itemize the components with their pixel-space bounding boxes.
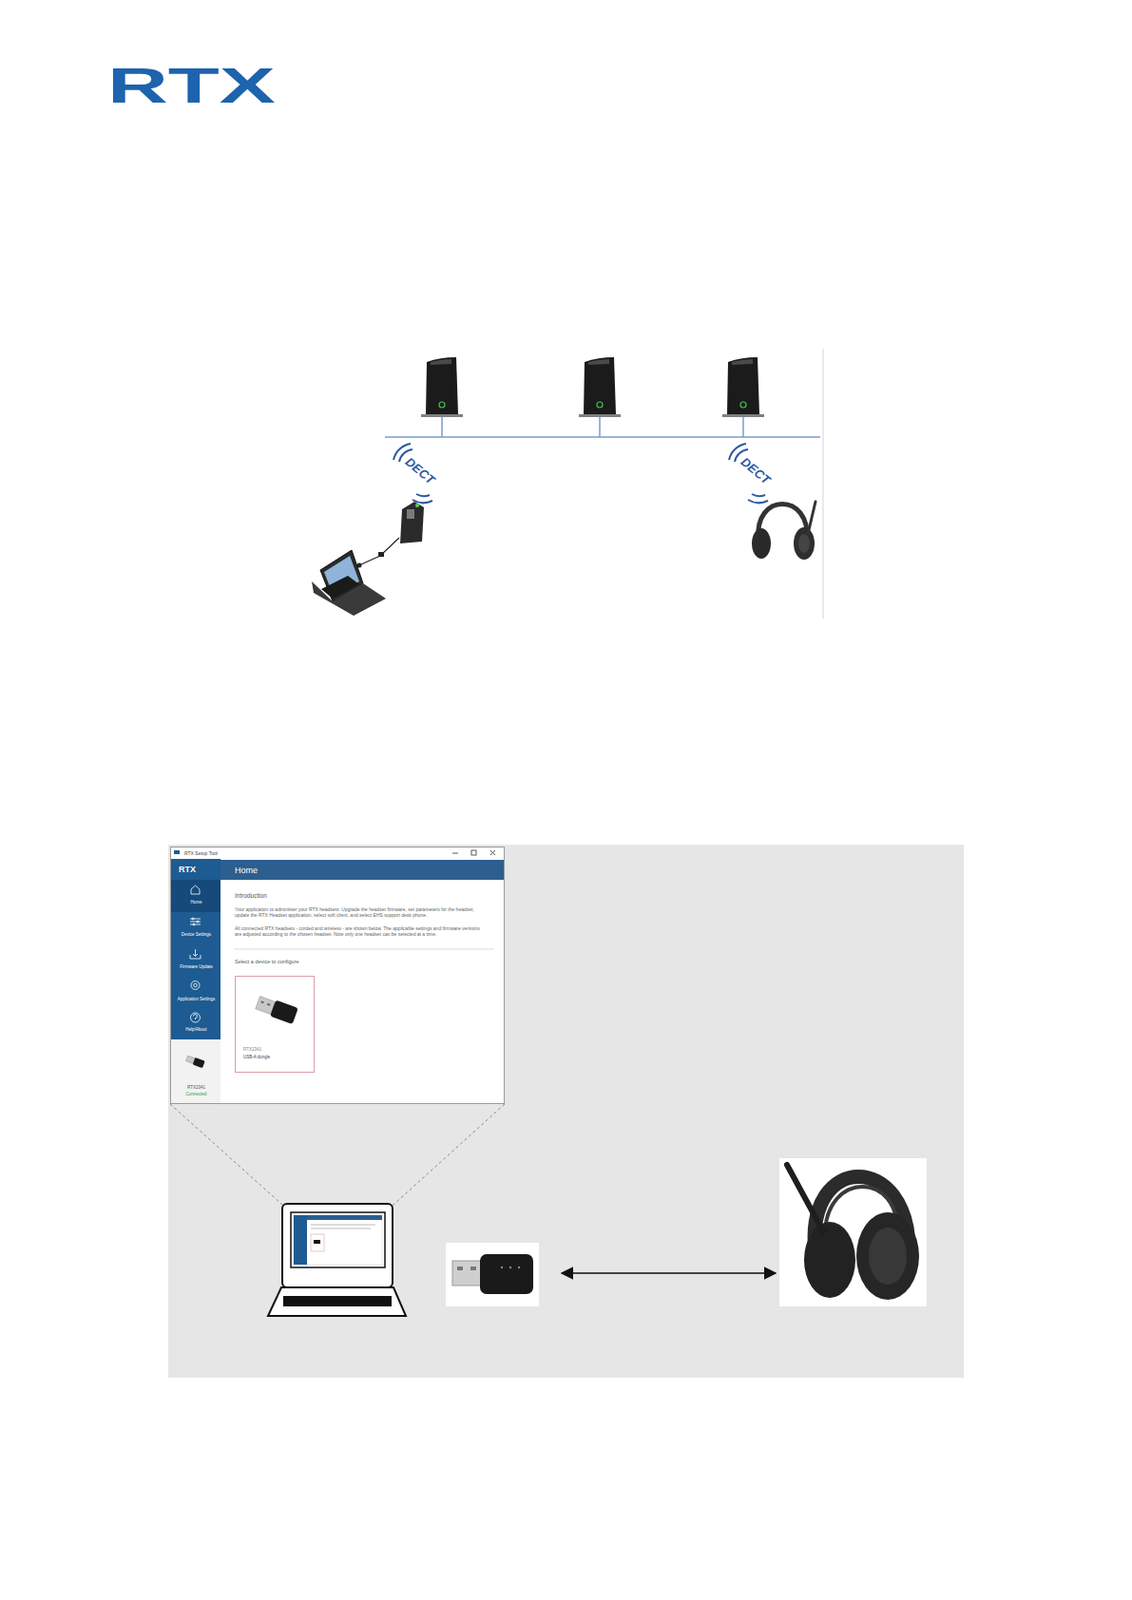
app-screenshot [170,846,505,1105]
laptop-figure [268,1204,406,1317]
menu-label: Home [172,900,221,905]
connected-device: RTX2341Connected [171,1040,222,1106]
menu-label: Help/About [172,1027,221,1033]
menu-label: Device Settings [172,932,221,938]
menu-label: Firmware Update [172,964,221,970]
intro-text: All connected RTX headsets - corded and … [234,925,488,938]
page-title: Home [234,865,425,877]
dect-symbol: DECT [398,450,443,491]
menu-item: Application Settings [171,978,222,1011]
sidebar: RTX HomeDevice SettingsFirmware UpdateApp… [171,860,222,1106]
menu-item: Home [171,881,222,914]
page-header: Home [221,861,506,882]
menu-label: Application Settings [172,997,221,1002]
device-type: USB-A dongle [243,1055,310,1060]
intro-text: Your application to administer your RTX … [234,906,488,919]
dongle-figure [445,1243,539,1307]
dect-symbol: DECT [733,450,779,491]
section-heading: Introduction [234,892,482,901]
device-status: Connected [172,1092,221,1097]
device-name: RTX2341 [172,1085,221,1091]
content-area: IntroductionYour application to administ… [221,881,506,1106]
menu-item: Help/About [171,1008,222,1041]
device-card: RTX2341USB-A dongle [234,976,315,1074]
network-figure [311,348,824,619]
background-panel [168,844,964,1379]
section-heading: Select a device to configure [234,959,444,966]
company-logo: RTX [107,60,276,111]
headset-figure [779,1158,927,1307]
app-window: RTX Setup ToolRTX HomeDevice SettingsFirm… [170,846,505,1105]
device-name: RTX2341 [243,1047,310,1053]
menu-item: Device Settings [171,913,222,946]
window-title: RTX Setup Tool [184,850,327,857]
menu-item: Firmware Update [171,945,222,979]
sidebar-logo: RTX [178,864,217,876]
link-arrow [561,1272,776,1275]
